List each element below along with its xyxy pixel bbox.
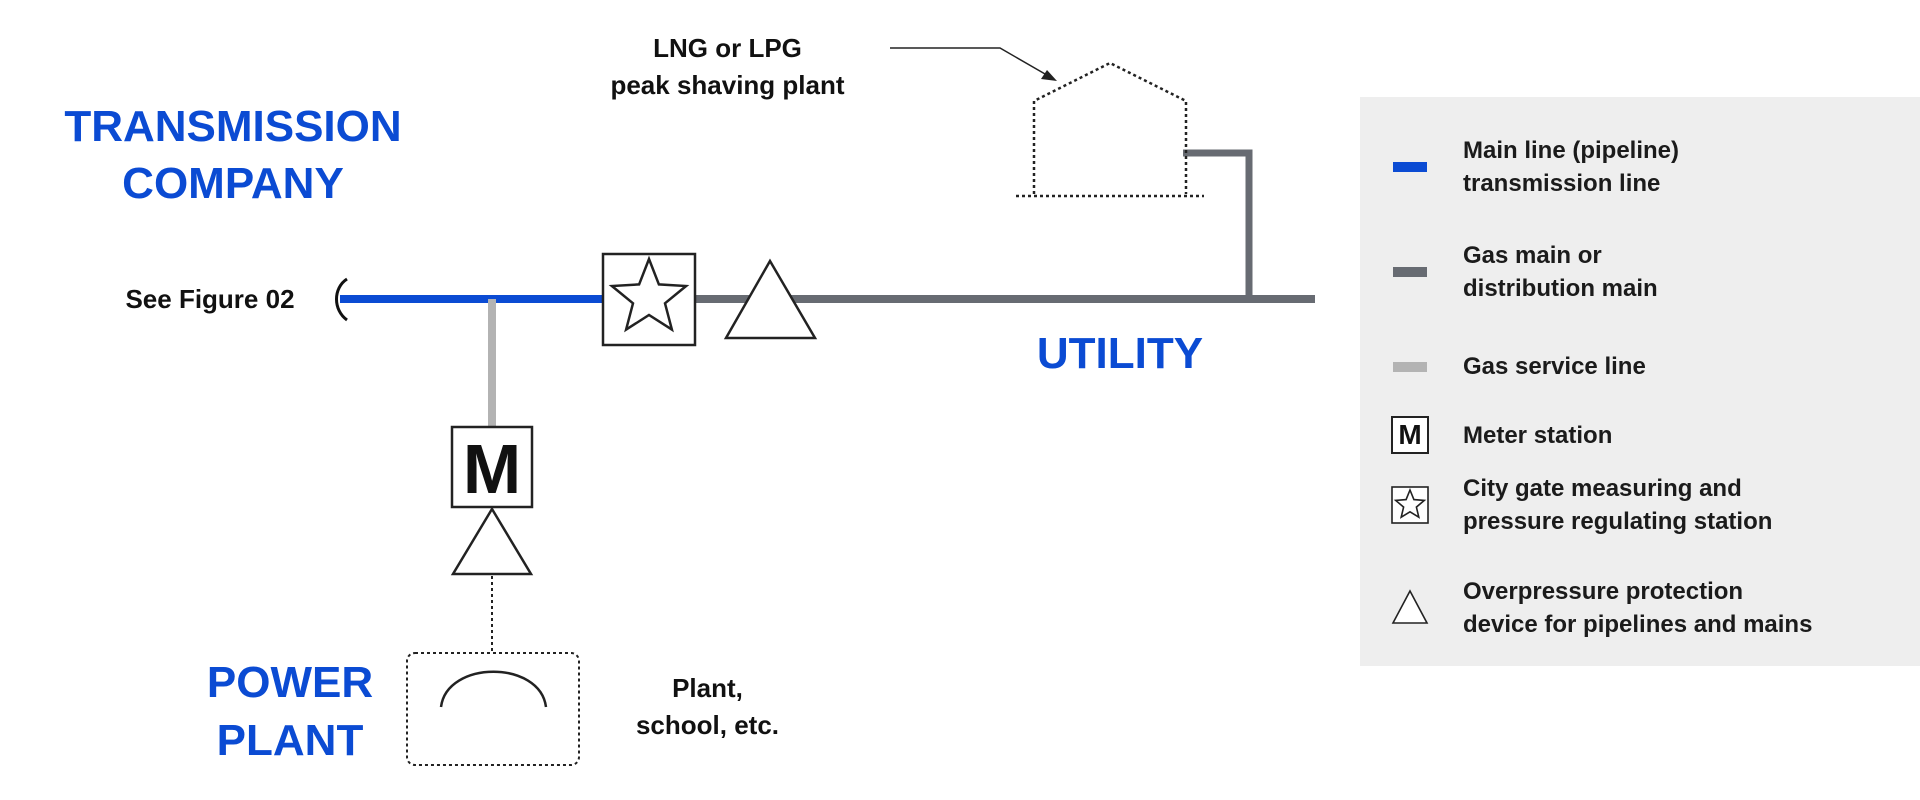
meter-station-letter: M [463, 430, 521, 508]
overpressure-device-plant [450, 506, 534, 576]
peak-shaving-plant-label: LNG or LPG peak shaving plant [610, 33, 845, 100]
plant-school-label: Plant, school, etc. [635, 673, 780, 740]
city-gate-star-icon [1391, 486, 1429, 524]
power-plant-box [406, 652, 580, 766]
line-break-symbol [335, 277, 348, 322]
legend-meter-letter: M [1398, 419, 1422, 450]
legend-text-gas-main: Gas main or distribution main [1463, 242, 1658, 302]
legend-text-service-line: Gas service line [1463, 353, 1646, 380]
callout-arrowhead [1041, 70, 1057, 81]
legend-text-city-gate: City gate measuring and pressure regulat… [1463, 475, 1773, 535]
city-gate-station [601, 252, 697, 347]
legend-text-overpressure: Overpressure protection device for pipel… [1463, 578, 1813, 638]
legend-panel: Main line (pipeline) transmission line G… [1360, 97, 1920, 666]
overpressure-device-main [723, 258, 818, 340]
gas-main-swatch [1393, 267, 1427, 277]
peak-shaving-plant-outline [1032, 61, 1188, 194]
gas-main-branch [1183, 149, 1253, 299]
meter-station-icon [1391, 416, 1429, 454]
callout-arrow-line [890, 47, 1053, 79]
see-figure-label: See Figure 02 [125, 284, 295, 314]
overpressure-triangle-icon [1391, 589, 1429, 624]
legend-text-meter-station: Meter station [1463, 422, 1613, 449]
meter-station [450, 425, 534, 509]
plant-dome-symbol [439, 670, 548, 708]
power-plant-label: POWER PLANT [206, 658, 374, 765]
legend-text-transmission-line: Main line (pipeline) transmission line [1463, 137, 1680, 197]
utility-label: UTILITY [1036, 329, 1204, 378]
transmission-line-swatch [1393, 162, 1427, 172]
transmission-company-label: TRANSMISSION COMPANY [64, 102, 402, 208]
service-line-swatch [1393, 362, 1427, 372]
